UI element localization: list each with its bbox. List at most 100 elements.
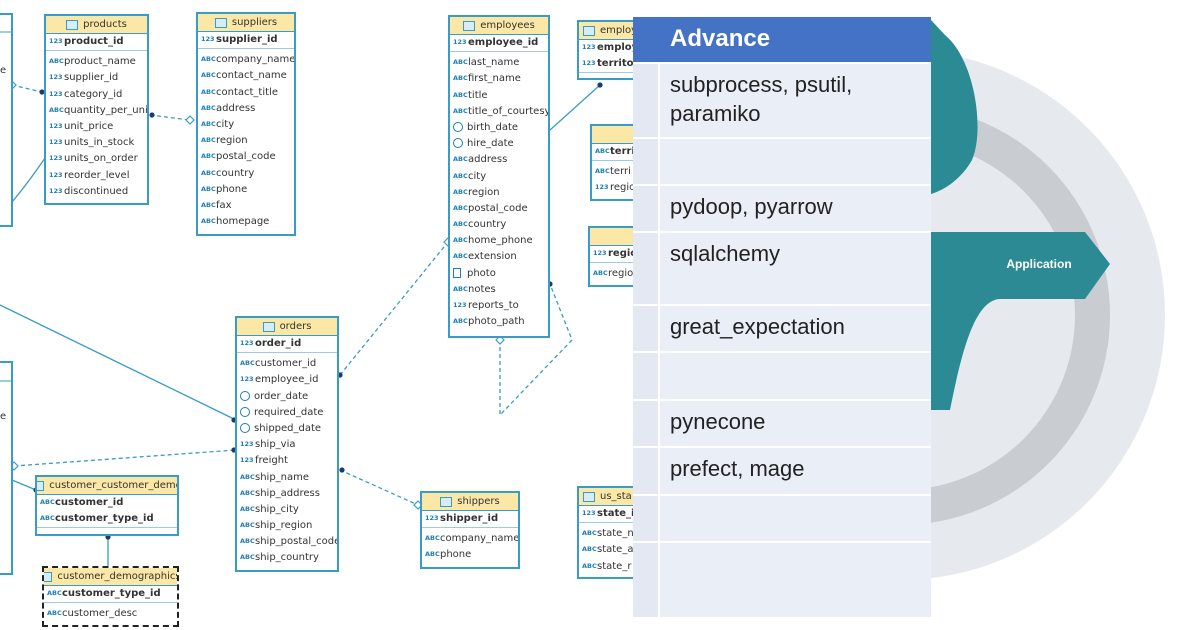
advance-row-text: great_expectation <box>670 314 845 339</box>
text-type-icon: ABC <box>453 220 468 229</box>
relation-line-customers-orders <box>0 304 237 421</box>
table-title: shippers <box>457 496 500 507</box>
int-type-icon: 123 <box>593 249 607 257</box>
table-customer-demographics[interactable]: customer_demographics ABCcustomer_type_i… <box>42 566 179 627</box>
column-name: ship_via <box>255 439 296 451</box>
advance-row-text: subprocess, psutil, paramiko <box>670 72 853 126</box>
table-orders[interactable]: orders 123order_id ABCcustomer_id 123emp… <box>235 316 339 572</box>
column-name: terri <box>610 166 631 178</box>
advance-row-text: pydoop, pyarrow <box>670 194 833 219</box>
text-type-icon: ABC <box>240 504 255 513</box>
column-name: ship_region <box>255 520 313 532</box>
column-name: ship_address <box>255 487 320 499</box>
advance-header: Advance <box>633 17 931 62</box>
column-name: order_date <box>254 390 309 402</box>
column-name: state_i <box>597 508 635 519</box>
column-name: hire_date <box>467 138 514 150</box>
text-type-icon: ABC <box>595 167 610 176</box>
column-name: ship_country <box>255 552 319 564</box>
text-type-icon: ABC <box>240 553 255 562</box>
column-name: state_a <box>597 544 634 556</box>
column-name: photo_path <box>468 316 525 328</box>
column-name: regio <box>610 182 636 194</box>
column-name: phone <box>440 549 472 561</box>
column-name: unit_price <box>64 120 114 132</box>
relation-line-employees-self <box>499 283 573 417</box>
column-name: employee_id <box>255 374 319 386</box>
table-title: us_sta <box>600 491 632 502</box>
relation-line-products-left <box>11 84 43 93</box>
text-type-icon: ABC <box>240 521 255 530</box>
int-type-icon: 123 <box>582 59 596 68</box>
advance-row: pydoop, pyarrow <box>633 184 931 231</box>
column-name: notes <box>468 283 496 295</box>
column-name: company_name <box>216 54 294 66</box>
column-name: supplier_id <box>64 72 119 84</box>
column-name: order_id <box>255 338 302 349</box>
text-type-icon: ABC <box>425 534 440 543</box>
int-type-icon: 123 <box>595 183 609 192</box>
segment-top <box>931 20 978 194</box>
text-type-icon: ABC <box>582 545 597 554</box>
column-name: fax <box>216 199 232 211</box>
column-name: address <box>216 102 256 114</box>
advance-row-text: sqlalchemy <box>670 241 781 266</box>
column-name: last_name <box>468 57 520 69</box>
text-type-icon: ABC <box>595 147 610 155</box>
text-type-icon: ABC <box>453 252 468 261</box>
column-name: state_n <box>597 528 634 540</box>
table-customer-customer-demo[interactable]: customer_customer_demo ABCcustomer_id AB… <box>35 475 179 536</box>
text-type-icon: ABC <box>201 168 216 177</box>
column-name: territo <box>597 58 634 70</box>
column-name: regio <box>608 268 634 280</box>
column-name: photo <box>467 267 496 279</box>
table-title: employ <box>600 25 638 36</box>
column-name: ship_name <box>255 471 310 483</box>
table-icon <box>37 480 45 491</box>
text-type-icon: ABC <box>240 488 255 497</box>
advance-row-text: prefect, mage <box>670 456 805 481</box>
table-suppliers[interactable]: suppliers 123supplier_id ABCcompany_name… <box>196 12 296 236</box>
application-label: Application <box>1006 257 1071 271</box>
text-type-icon: ABC <box>425 550 440 559</box>
text-type-icon: ABC <box>201 103 216 112</box>
text-type-icon: ABC <box>201 87 216 96</box>
advance-row <box>633 541 931 617</box>
text-type-icon: ABC <box>453 106 468 115</box>
int-type-icon: 123 <box>425 514 439 522</box>
column-name: quantity_per_unit <box>64 104 147 116</box>
int-type-icon: 123 <box>201 35 215 43</box>
table-icon <box>440 496 453 507</box>
advance-table: Advance subprocess, psutil, paramiko pyd… <box>633 17 931 617</box>
text-type-icon: ABC <box>453 90 468 99</box>
int-type-icon: 123 <box>240 375 254 384</box>
column-name: city <box>216 118 235 130</box>
text-type-icon: ABC <box>201 55 216 64</box>
column-name: units_in_stock <box>64 137 135 149</box>
column-name: first_name <box>468 73 521 85</box>
table-employees[interactable]: employees 123employee_id ABClast_name AB… <box>448 15 550 338</box>
int-type-icon: 123 <box>49 89 63 98</box>
inner-ring <box>931 142 1075 488</box>
table-products[interactable]: products 123product_id ABCproduct_name 1… <box>44 14 149 205</box>
column-name: customer_type_id <box>55 513 154 525</box>
application-arrow <box>931 232 1110 410</box>
table-icon <box>262 321 275 332</box>
int-type-icon: 123 <box>240 440 254 449</box>
text-type-icon: ABC <box>201 119 216 128</box>
column-name: freight <box>255 455 288 467</box>
date-type-icon <box>240 422 250 433</box>
text-type-icon: ABC <box>40 498 55 506</box>
int-type-icon: 123 <box>49 186 63 195</box>
text-type-icon: ABC <box>240 537 255 546</box>
int-type-icon: 123 <box>49 121 63 130</box>
table-icon <box>583 491 595 502</box>
svg-text:e: e <box>0 65 6 76</box>
text-type-icon: ABC <box>582 561 597 570</box>
table-shippers[interactable]: shippers 123shipper_id ABCcompany_name A… <box>420 491 520 569</box>
text-type-icon: ABC <box>49 57 64 66</box>
text-type-icon: ABC <box>47 609 62 618</box>
advance-row: prefect, mage <box>633 446 931 494</box>
column-name: title <box>468 89 488 101</box>
table-title: customer_customer_demo <box>49 480 177 491</box>
